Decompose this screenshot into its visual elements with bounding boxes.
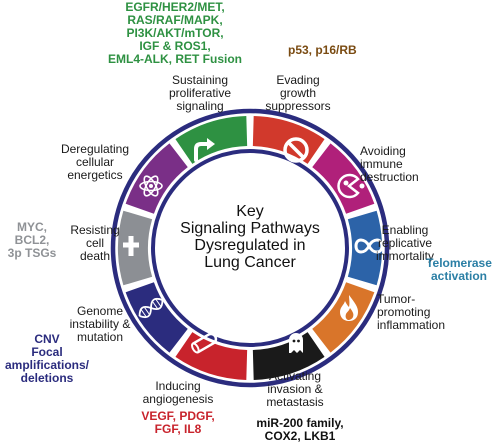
segment-immune xyxy=(312,143,375,214)
pathways-suppressors: p53, p16/RB xyxy=(288,43,357,57)
atom-icon xyxy=(139,175,163,197)
label-suppressors: Evading growth suppressors xyxy=(265,73,331,113)
label-energetics: Deregulating cellular energetics xyxy=(60,142,130,182)
vessel-icon xyxy=(191,332,218,354)
segment-death xyxy=(118,210,153,286)
center-title-line: Lung Cancer xyxy=(204,254,296,271)
pathways-invasion: miR-200 family, COX2, LKB1 xyxy=(256,416,344,443)
center-title: Key Signaling Pathways Dysregulated in L… xyxy=(180,203,320,271)
inner-ring xyxy=(151,149,349,347)
pathways-death: MYC, BCL2, 3p TSGs xyxy=(7,220,57,260)
label-immune: Avoiding immune destruction xyxy=(360,144,419,184)
hallmark-icons xyxy=(123,137,384,354)
center-title-line: Signaling Pathways xyxy=(180,220,320,237)
segment-immortality xyxy=(347,210,383,286)
segment-energetics xyxy=(125,143,188,214)
flame-icon xyxy=(340,295,358,321)
label-death: Resisting cell death xyxy=(70,223,120,263)
label-genome: Genome instability & mutation xyxy=(69,304,131,344)
pathways-proliferative: EGFR/HER2/MET, RAS/RAF/MAPK, PI3K/AKT/mT… xyxy=(108,0,242,66)
label-immortality: Enabling replicative immortality xyxy=(375,223,434,263)
ghost-cell-icon xyxy=(289,333,303,353)
cross-icon xyxy=(123,236,139,256)
label-inflammation: Tumor- promoting inflammation xyxy=(377,292,446,332)
pathways-immortality: Telomerase activation xyxy=(426,256,492,283)
center-title-line: Dysregulated in xyxy=(194,237,306,254)
label-proliferative: Sustaining proliferative signaling xyxy=(168,73,232,113)
dna-icon xyxy=(138,297,164,319)
label-angiogenesis: Inducing angiogenesis xyxy=(142,379,214,406)
label-invasion: Activating invasion & metastasis xyxy=(266,369,324,409)
no-sign-icon xyxy=(283,137,309,163)
segment-genome xyxy=(125,282,188,353)
arrow-icon xyxy=(194,138,215,162)
segment-proliferative xyxy=(175,116,248,164)
pacman-cell-icon xyxy=(337,173,365,199)
pathways-angiogenesis: VEGF, PDGF, FGF, IL8 xyxy=(141,409,215,436)
segment-invasion xyxy=(252,332,325,380)
infinity-icon xyxy=(354,238,384,254)
pathways-genome: CNV Focal amplifications/ deletions xyxy=(4,332,90,385)
center-title-line: Key xyxy=(236,203,264,220)
